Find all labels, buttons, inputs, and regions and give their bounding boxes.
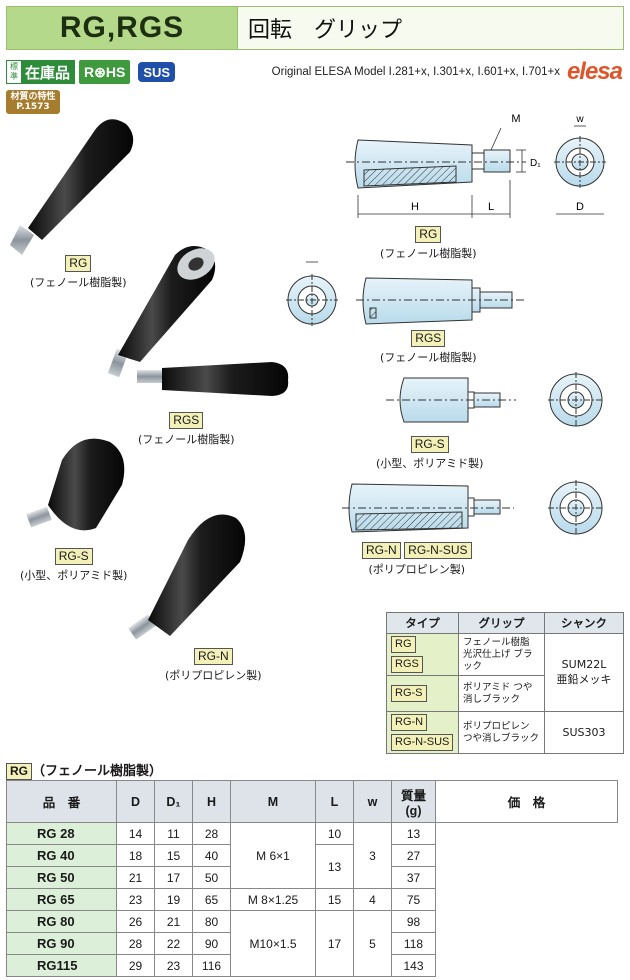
dim-d: D [576, 201, 584, 213]
badge-row: 標準 在庫品 R⊛HS SUS [6, 60, 176, 84]
rg-drawing-caption: RG (フェノール樹脂製) [380, 226, 477, 261]
standard-stock-badge: 標準 在庫品 [6, 60, 76, 84]
rg-s-drawing-material: (小型、ポリアミド製) [376, 457, 484, 470]
spec-table: 品 番 D D₁ H M L w 質量 (g) 価 格 RG 28 14 11 … [6, 780, 618, 977]
table-row: RG 90 28 22 90 118 [6, 932, 618, 955]
spec-header-code: 品 番 [6, 780, 117, 823]
rgs-end-drawing [286, 261, 338, 326]
spec-header-d1: D₁ [154, 780, 193, 823]
rgs-photo-vertical [107, 246, 216, 378]
rg-side-drawing: H L M D₁ [346, 113, 541, 218]
grip-polyamide: ポリアミド つや消しブラック [458, 675, 545, 712]
rg-n-photo-caption: RG-N (ポリプロピレン製) [165, 648, 262, 683]
rg-s-side-drawing [386, 377, 516, 423]
rgs-drawing-tag: RGS [411, 330, 446, 347]
rg-s-photo [26, 438, 125, 531]
spec-header-price: 価 格 [435, 780, 618, 823]
table-row: RG 50 21 17 50 37 [6, 866, 618, 889]
m-cell-1: M 6×1 [230, 822, 316, 889]
w-cell-3: 5 [353, 910, 392, 977]
shank-main: SUM22L 亜鉛メッキ [544, 633, 624, 712]
rg-photo [10, 119, 134, 255]
rg-n-drawing-caption: RG-N RG-N-SUS (ポリプロピレン製) [362, 542, 472, 577]
type-cell-polyamide: RG-S [386, 675, 459, 712]
rg-photo-caption: RG (フェノール樹脂製) [30, 255, 127, 290]
rg-n-photo-tag: RG-N [193, 648, 233, 665]
rg-end-drawing: w D [554, 114, 606, 215]
spec-header-h: H [192, 780, 231, 823]
rg-n-drawing-tag: RG-N [362, 542, 401, 559]
rg-s-photo-caption: RG-S (小型、ポリアミド製) [20, 548, 127, 583]
rg-s-drawing-tag: RG-S [410, 436, 449, 453]
type-header-grip: グリップ [458, 612, 545, 634]
table-row: RG115 29 23 116 143 [6, 954, 618, 977]
type-cell-phenol: RG RGS [386, 633, 459, 676]
dim-m: M [511, 113, 520, 125]
l-cell-2: 13 [315, 844, 354, 889]
page-header: RG,RGS 回転 グリップ [6, 6, 624, 50]
type-header-type: タイプ [386, 612, 459, 634]
spec-header-w: w [353, 780, 392, 823]
rgs-photo-caption: RGS (フェノール樹脂製) [138, 412, 235, 447]
m-cell-2: M 8×1.25 [230, 888, 316, 911]
product-code: RG,RGS [7, 7, 237, 49]
shank-sus: SUS303 [544, 711, 624, 754]
rg-photo-material: (フェノール樹脂製) [30, 276, 127, 289]
type-cell-pp: RG-N RG-N-SUS [386, 711, 459, 754]
dim-d1: D₁ [530, 158, 541, 169]
rgs-photo-horizontal [137, 362, 289, 396]
w-cell-2: 4 [353, 888, 392, 911]
price-column [435, 822, 618, 977]
rg-s-drawing-caption: RG-S (小型、ポリアミド製) [376, 436, 483, 471]
rg-n-sus-drawing-tag: RG-N-SUS [404, 542, 472, 559]
type-header-shank: シャンク [544, 612, 624, 634]
technical-drawings: H L M D₁ w D [286, 113, 606, 536]
grip-phenol: フェノール樹脂 光沢仕上げ ブラック [458, 633, 545, 676]
grip-pp: ポリプロピレン つや消しブラック [458, 711, 545, 754]
rgs-drawing-caption: RGS (フェノール樹脂製) [380, 330, 477, 365]
material-reference-badge[interactable]: 材質の特性 P.1573 [6, 90, 60, 114]
original-model-text: Original ELESA Model I.281+x, I.301+x, I… [271, 66, 560, 78]
rgs-photo-tag: RGS [169, 412, 204, 429]
table-row: RG 28 14 11 28 M 6×1 10 3 13 [6, 822, 618, 977]
spec-header-l: L [315, 780, 354, 823]
sus-badge: SUS [138, 62, 176, 82]
rg-drawing-tag: RG [415, 226, 442, 243]
rgs-side-drawing [356, 277, 526, 325]
spec-header-d: D [116, 780, 155, 823]
rg-n-drawing-material: (ポリプロピレン製) [368, 563, 466, 576]
rg-photo-tag: RG [65, 255, 92, 272]
rgs-photo-material: (フェノール樹脂製) [138, 433, 235, 446]
product-photos [10, 119, 289, 640]
dim-h: H [411, 201, 419, 213]
l-cell-4: 17 [315, 910, 354, 977]
rg-n-photo [128, 514, 246, 640]
spec-header-m: M [230, 780, 316, 823]
rg-s-photo-material: (小型、ポリアミド製) [20, 569, 128, 582]
rg-n-side-drawing [342, 483, 514, 533]
l-cell-1: 10 [315, 822, 354, 845]
w-cell-1: 3 [353, 822, 392, 889]
rg-n-end-drawing [548, 480, 604, 536]
rgs-drawing-material: (フェノール樹脂製) [380, 351, 477, 364]
elesa-logo: elesa [566, 58, 623, 85]
m-cell-3: M10×1.5 [230, 910, 316, 977]
spec-header-weight: 質量 (g) [391, 780, 436, 823]
l-cell-3: 15 [315, 888, 354, 911]
page-title: 回転 グリップ [237, 7, 623, 49]
table-row: RG 40 18 15 40 13 27 [6, 844, 618, 889]
rg-n-photo-material: (ポリプロピレン製) [165, 669, 262, 682]
rg-drawing-material: (フェノール樹脂製) [380, 247, 477, 260]
type-table: タイプ グリップ シャンク RG RGS フェノール樹脂 光沢仕上げ ブラック … [386, 612, 624, 754]
dim-w: w [575, 114, 584, 125]
rg-s-end-drawing [548, 372, 604, 428]
table-row: RG 80 26 21 80 M10×1.5 17 5 98 [6, 910, 618, 977]
rohs-badge: R⊛HS [79, 60, 131, 84]
dim-l: L [488, 201, 494, 213]
spec-title: RG（フェノール樹脂製） [6, 760, 162, 780]
rg-s-photo-tag: RG-S [54, 548, 93, 565]
